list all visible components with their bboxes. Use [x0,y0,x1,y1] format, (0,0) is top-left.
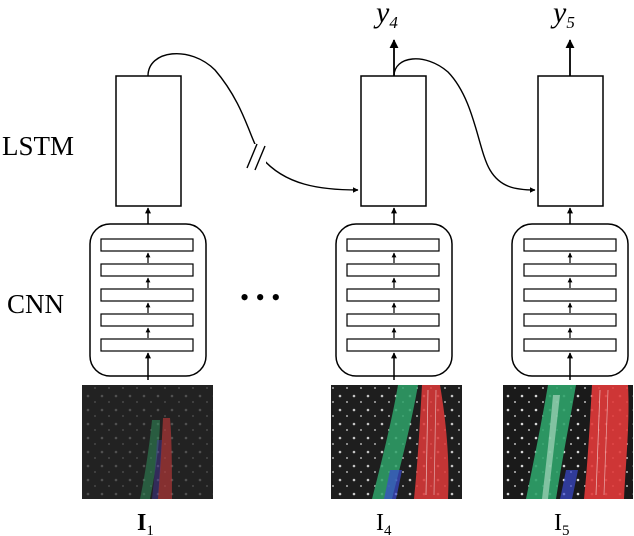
input-label-4: I4 [376,510,392,536]
column-1: I1 [82,75,213,536]
column-5: I5 y5 [503,0,633,536]
cnn-layer [100,263,194,277]
cnn-layer [523,338,617,352]
input-label-1: I1 [137,510,154,536]
input-image-5 [503,385,633,499]
cnn-layer [523,313,617,327]
lstm-cell-1 [115,75,182,207]
cnn-layer [100,238,194,252]
cnn-layers-5 [523,238,617,352]
cnn-row-label: CNN [7,289,64,319]
cnn-layers-1 [100,238,194,352]
cnn-layer [100,338,194,352]
cnn-layer [100,288,194,302]
input-image-1 [82,385,213,499]
cnn-layer [346,338,440,352]
cnn-layer [523,288,617,302]
cnn-layer [346,238,440,252]
cnn-layer [346,288,440,302]
ellipsis: • • • [240,283,280,312]
cnn-layer [523,263,617,277]
output-label-5: y5 [550,0,575,32]
cnn-layers-4 [346,238,440,352]
lstm-cell-5 [537,75,604,207]
column-4: I4 y4 [331,0,462,536]
time-break-icon [246,143,266,171]
recurrent-connection-4-to-5 [393,58,536,193]
lstm-row-label: LSTM [2,131,74,161]
recurrent-connection-1-to-4 [147,52,359,193]
cnn-layer [523,238,617,252]
input-image-4 [331,385,462,499]
cnn-layer [346,263,440,277]
cnn-layer [100,313,194,327]
cnn-layer [346,313,440,327]
input-label-5: I5 [554,510,570,536]
output-label-4: y4 [373,0,398,32]
lstm-cell-4 [360,75,427,207]
